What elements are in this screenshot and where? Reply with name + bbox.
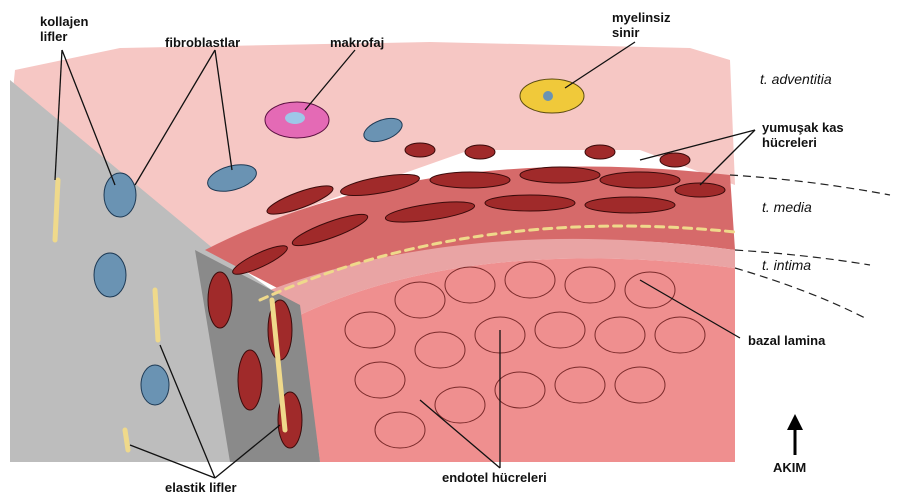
- macrophage-cell: [265, 102, 329, 138]
- label-macrophage: makrofaj: [330, 35, 384, 50]
- label-nerve-line1: myelinsiz: [612, 10, 671, 25]
- label-fibroblasts: fibroblastlar: [165, 35, 240, 50]
- label-tunica-adventitia: t. adventitia: [760, 72, 832, 87]
- label-tunica-intima: t. intima: [762, 258, 811, 273]
- label-smooth-muscle-cells: yumuşak kas hücreleri: [762, 120, 844, 150]
- label-endothelial-cells: endotel hücreleri: [442, 470, 547, 485]
- unmyelinated-nerve: [520, 79, 584, 113]
- label-tunica-media: t. media: [762, 200, 812, 215]
- label-basal-lamina: bazal lamina: [748, 333, 825, 348]
- flow-arrow: [787, 414, 803, 455]
- label-flow: AKIM: [773, 460, 806, 475]
- label-muscle-line2: hücreleri: [762, 135, 844, 150]
- label-muscle-line1: yumuşak kas: [762, 120, 844, 135]
- label-collagen-fibers: kollajen lifler: [40, 14, 88, 44]
- label-collagen-line1: kollajen: [40, 14, 88, 29]
- label-unmyelinated-nerve: myelinsiz sinir: [612, 10, 671, 40]
- label-collagen-line2: lifler: [40, 29, 88, 44]
- label-elastic-fibers: elastik lifler: [165, 480, 237, 495]
- layer-contours: [730, 175, 890, 318]
- label-nerve-line2: sinir: [612, 25, 671, 40]
